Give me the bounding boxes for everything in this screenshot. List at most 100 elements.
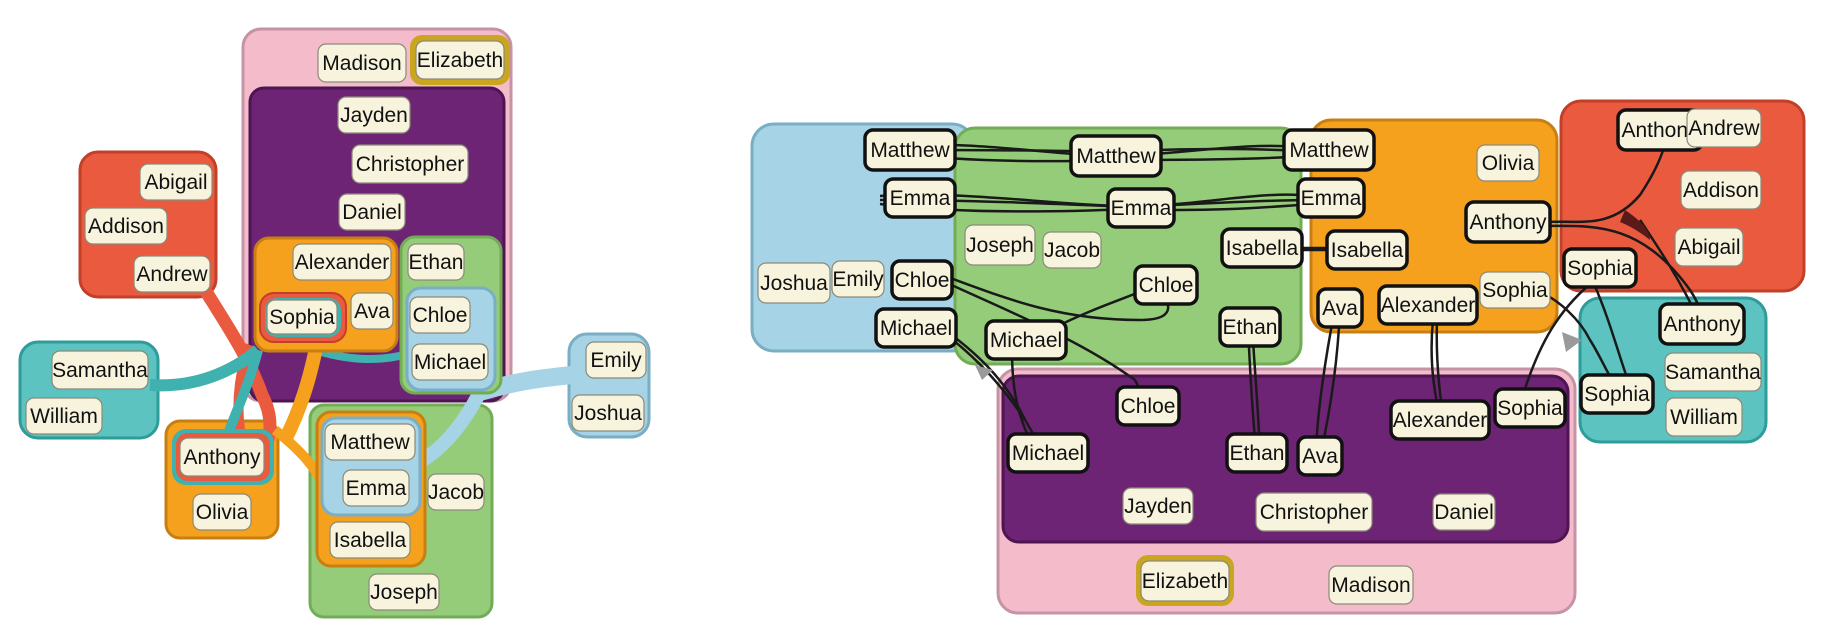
node-label: Andrew [136,263,208,286]
right-node-sophia-purple: Sophia [1493,387,1567,429]
node-box [1680,170,1762,210]
node-box [266,299,338,335]
node-label: Jayden [1124,495,1192,518]
right-node-elizabeth: Elizabeth [1140,560,1230,602]
right-node-andrew: Andrew [1686,108,1762,148]
node-label: Ethan [1230,442,1285,465]
node-box [1432,493,1496,531]
node-label: Emma [890,187,951,210]
right-node-emma-green: Emma [1106,187,1176,229]
right-node-isabella-green: Isabella [1220,227,1304,269]
left-node-samantha: Samantha [51,350,149,390]
left-node-christopher: Christopher [351,144,469,184]
left-node-joseph: Joseph [368,573,440,611]
node-box [1476,144,1540,182]
left-node-chloe: Chloe [409,296,471,334]
node-box [1674,227,1744,267]
node-box [1225,432,1289,474]
right-node-abigail: Abigail [1674,227,1744,267]
node-label: Samantha [1665,361,1761,384]
node-label: Abigail [1677,236,1740,259]
node-box [1133,264,1199,306]
node-label: Michael [880,317,952,340]
node-box [1106,187,1176,229]
node-box [1255,492,1373,532]
node-label: Matthew [870,139,950,162]
hub-gray-2 [1562,332,1582,352]
right-node-matthew-green: Matthew [1069,134,1163,178]
node-box [1479,271,1551,309]
node-label: Joseph [370,581,438,604]
node-label: Olivia [1482,152,1535,175]
node-box [338,193,406,231]
node-box [831,260,885,298]
node-box [874,307,958,349]
left-node-abigail: Abigail [139,163,213,201]
node-label: Matthew [1289,139,1369,162]
node-box [1296,177,1366,219]
right-node-chloe-purple: Chloe [1115,385,1181,427]
right-node-joshua: Joshua [757,262,831,304]
node-label: Chloe [1139,274,1194,297]
node-label: William [1670,406,1738,429]
node-label: Anthony [183,446,261,469]
node-box [133,255,211,293]
node-label: Ava [354,300,390,323]
node-box [1325,229,1409,271]
right-node-matthew-orange: Matthew [1282,128,1376,172]
node-box [351,144,469,184]
right-node-ava-orange: Ava [1316,287,1364,329]
node-box [1140,560,1230,602]
node-label: Sophia [1584,383,1650,406]
node-box [1658,302,1746,346]
right-node-daniel: Daniel [1432,493,1496,531]
node-box [1686,108,1762,148]
left-node-joshua: Joshua [571,394,645,432]
node-label: Daniel [342,201,402,224]
node-box [1042,231,1102,269]
node-label: Jayden [340,104,408,127]
node-label: Alexander [1393,409,1488,432]
node-label: William [30,405,98,428]
node-box [1220,227,1304,269]
node-label: Madison [322,52,401,75]
node-box [863,128,957,172]
node-box [1328,565,1414,605]
right-node-isabella-orange: Isabella [1325,229,1409,271]
node-box [1316,287,1364,329]
teal-ribbon [149,345,262,392]
node-label: Jacob [428,481,484,504]
right-node-sophia-red: Sophia [1562,247,1638,289]
node-box [411,343,489,381]
right-node-sophia-orange: Sophia [1479,271,1551,309]
right-node-emma-orange: Emma [1296,177,1366,219]
right-node-anthony-red: Anthony [1616,108,1704,152]
node-box [342,469,410,507]
node-box [317,43,407,83]
right-node-anthony-orange: Anthony [1464,200,1552,244]
node-box [883,177,957,219]
node-box [1493,387,1567,429]
node-label: Daniel [1434,501,1494,524]
node-box [409,296,471,334]
right-node-ethan-green: Ethan [1218,306,1282,348]
node-box [585,341,647,379]
node-label: Ava [1302,445,1338,468]
right-node-addison: Addison [1680,170,1762,210]
node-label: Joshua [760,272,828,295]
node-label: Isabella [1331,239,1404,262]
node-label: Matthew [1076,145,1156,168]
left-node-matthew: Matthew [324,423,416,461]
node-box [571,394,645,432]
right-node-william: William [1665,397,1743,437]
left-node-sophia: Sophia [266,299,338,335]
right-node-sophia-teal: Sophia [1579,373,1655,415]
node-box [407,243,465,281]
node-box [179,437,265,477]
node-box [1562,247,1638,289]
node-box [984,319,1068,361]
node-box [1218,306,1282,348]
node-box [25,397,103,435]
node-box [192,493,252,531]
